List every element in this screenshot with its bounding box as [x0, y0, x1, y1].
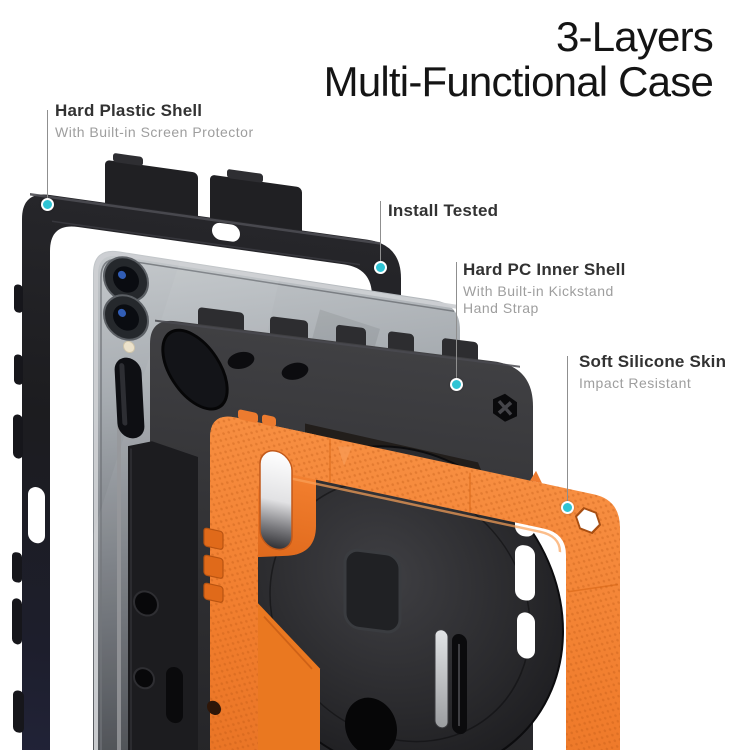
shell-strap-slots	[515, 510, 535, 659]
callout-soft-silicone-skin: Soft Silicone Skin Impact Resistant	[579, 352, 726, 392]
callout-sublabel: With Built-in Kickstand Hand Strap	[463, 283, 614, 316]
leader-line-soft-silicone-skin	[567, 356, 568, 508]
leader-line-hard-pc-inner-shell	[456, 262, 457, 385]
stylus-pen	[114, 357, 145, 439]
callout-sublabel: Impact Resistant	[579, 375, 692, 391]
callout-sublabel: With Built-in Screen Protector	[55, 124, 254, 140]
frame-side-cutout	[28, 487, 45, 544]
skin-button-covers	[203, 527, 224, 603]
callout-dot-soft-silicone-skin	[561, 501, 574, 514]
port-hole	[133, 667, 155, 690]
skin-pen-slot	[259, 450, 293, 551]
port-hole	[133, 590, 159, 617]
callout-dot-hard-plastic-shell	[41, 198, 54, 211]
tablet-camera-lenses	[103, 256, 149, 354]
callout-label: Install Tested	[388, 201, 499, 220]
callout-hard-pc-inner-shell: Hard PC Inner Shell With Built-in Kickst…	[463, 260, 626, 317]
callout-label: Hard PC Inner Shell	[463, 260, 626, 279]
shell-camera-cutout	[161, 328, 229, 411]
frame-camera-cutout	[212, 222, 240, 242]
callout-install-tested: Install Tested	[388, 201, 498, 221]
strap-hole-hex	[574, 507, 602, 535]
leader-line-install-tested	[380, 201, 381, 268]
callout-dot-hard-pc-inner-shell	[450, 378, 463, 391]
page-title: 3-Layers Multi-Functional Case	[323, 13, 714, 105]
leader-line-hard-plastic-shell	[47, 110, 48, 205]
tablet-flash	[123, 340, 135, 354]
callout-label: Hard Plastic Shell	[55, 101, 203, 120]
callout-label: Soft Silicone Skin	[579, 352, 727, 371]
kickstand-latch	[343, 548, 402, 634]
soft-silicone-skin-layer	[203, 409, 620, 750]
frame-side-buttons	[12, 284, 24, 733]
title-line-1: 3-Layers	[555, 13, 714, 60]
callout-dot-install-tested	[374, 261, 387, 274]
hard-plastic-shell-layer	[12, 153, 401, 750]
hard-pc-inner-shell-layer	[128, 307, 564, 750]
callout-hard-plastic-shell: Hard Plastic Shell With Built-in Screen …	[55, 101, 254, 141]
title-line-2: Multi-Functional Case	[323, 58, 714, 105]
